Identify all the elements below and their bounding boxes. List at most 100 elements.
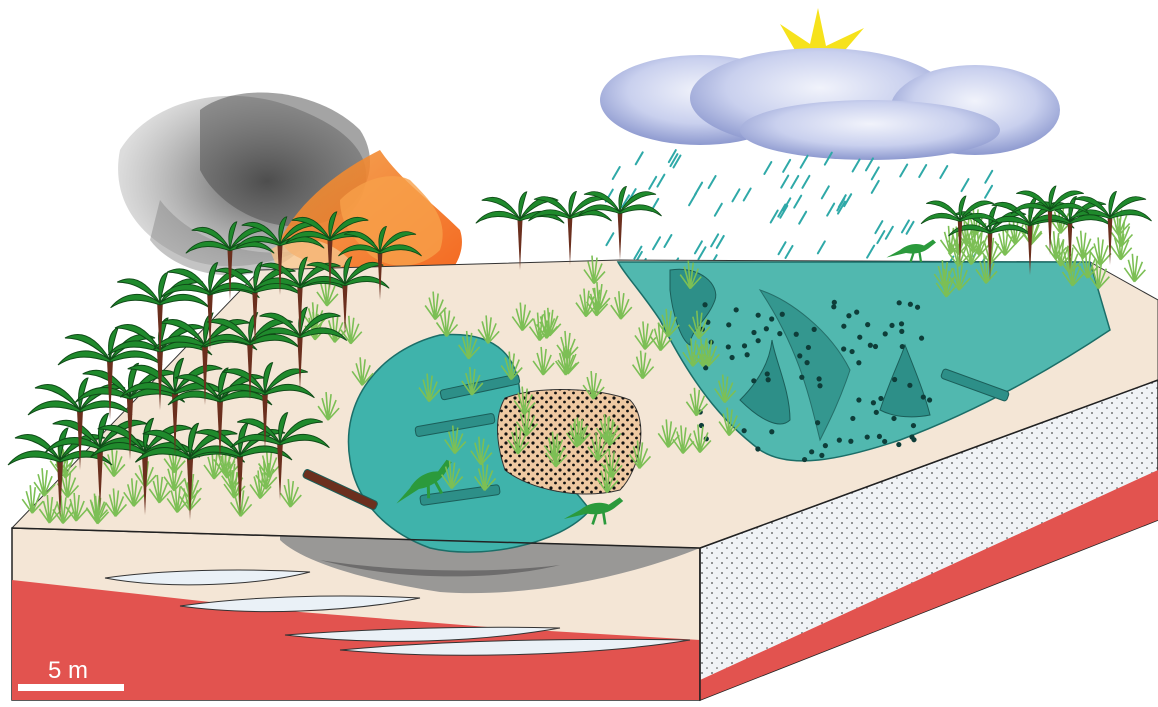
gravel-dot (856, 360, 861, 365)
rain-drop (853, 159, 860, 171)
gravel-dot (702, 302, 707, 307)
gravel-dot (874, 410, 879, 415)
rain-drop (613, 167, 620, 179)
gravel-dot (766, 377, 771, 382)
gravel-dot (865, 434, 870, 439)
rain-drop (919, 165, 926, 177)
gravel-dot (911, 423, 916, 428)
gravel-dot (911, 437, 916, 442)
rain-drop (822, 186, 829, 198)
rain-drop (900, 165, 907, 177)
rain-drop (779, 242, 786, 254)
gravel-dot (799, 375, 804, 380)
gravel-dot (816, 376, 821, 381)
rain-drop (818, 241, 825, 253)
gravel-dot (848, 439, 853, 444)
rain-drop (636, 152, 643, 164)
rain-drop (764, 162, 771, 174)
rain-drop (962, 179, 969, 191)
gravel-dot (832, 300, 837, 305)
gravel-dot (812, 327, 817, 332)
rain-drop (711, 234, 718, 246)
gravel-dot (882, 439, 887, 444)
rain-drop (781, 176, 788, 188)
rain-drop (653, 237, 660, 249)
gravel-dot (856, 397, 861, 402)
gravel-dot (877, 434, 882, 439)
rain-drop (717, 236, 724, 248)
rain-drop (886, 227, 893, 239)
gravel-dot (892, 377, 897, 382)
gravel-dot (915, 305, 920, 310)
gravel-dot (794, 332, 799, 337)
rain-drop (801, 156, 808, 168)
gravel-dot (908, 302, 913, 307)
rain-drop (802, 176, 809, 188)
gravel-dot (897, 300, 902, 305)
rain-drop (786, 246, 793, 258)
gravel-dot (751, 378, 756, 383)
rain-drop (732, 189, 739, 201)
gravel-dot (907, 383, 912, 388)
grass-tuft (1090, 237, 1111, 265)
rain-drop (664, 235, 671, 247)
gravel-dot (899, 329, 904, 334)
scale-bar-label: 5 m (48, 657, 88, 684)
rain-drop (940, 166, 947, 178)
gravel-dot (819, 453, 824, 458)
rain-drop (872, 167, 879, 179)
gravel-dot (729, 355, 734, 360)
rain-drop (606, 233, 613, 245)
cloud-icon (600, 48, 1060, 160)
gravel-dot (857, 335, 862, 340)
rain-drop (695, 183, 702, 195)
gravel-dot (751, 330, 756, 335)
gravel-dot (823, 443, 828, 448)
rain-drop (875, 221, 882, 233)
gravel-dot (873, 344, 878, 349)
gravel-dot (797, 353, 802, 358)
grass-tuft (1124, 254, 1145, 282)
gravel-dot (742, 343, 747, 348)
rain-drop (744, 189, 751, 201)
rain-drop (791, 176, 798, 188)
rain-drop (799, 212, 806, 224)
gravel-dot (868, 343, 873, 348)
gravel-dot (865, 322, 870, 327)
gravel-dot (891, 416, 896, 421)
gravel-dot (831, 304, 836, 309)
gravel-dot (889, 323, 894, 328)
gravel-dot (804, 360, 809, 365)
rain-drop (985, 171, 992, 183)
gravel-dot (854, 310, 859, 315)
gravel-dot (919, 336, 924, 341)
rain-drop (657, 175, 664, 187)
gravel-dot (726, 322, 731, 327)
gravel-dot (809, 449, 814, 454)
gravel-dot (817, 383, 822, 388)
gravel-dot (755, 446, 760, 451)
gravel-dot (846, 313, 851, 318)
gravel-dot (841, 346, 846, 351)
gravel-dot (734, 307, 739, 312)
rain-drop (771, 211, 778, 223)
gravel-dot (777, 331, 782, 336)
gravel-dot (871, 400, 876, 405)
gravel-dot (850, 416, 855, 421)
gravel-dot (841, 324, 846, 329)
gravel-dot (815, 420, 820, 425)
gravel-dot (900, 344, 905, 349)
gravel-dot (726, 344, 731, 349)
stratigraphic-front-face (12, 528, 700, 700)
gravel-dot (883, 331, 888, 336)
rain-drop (985, 186, 992, 198)
gravel-dot (802, 457, 807, 462)
gravel-dot (806, 345, 811, 350)
gravel-dot (764, 326, 769, 331)
gravel-dot (742, 428, 747, 433)
rain-drop (866, 158, 873, 170)
rain-drop (649, 177, 656, 189)
rain-drop (715, 204, 722, 216)
rain-drop (827, 204, 834, 216)
gravel-dot (769, 429, 774, 434)
